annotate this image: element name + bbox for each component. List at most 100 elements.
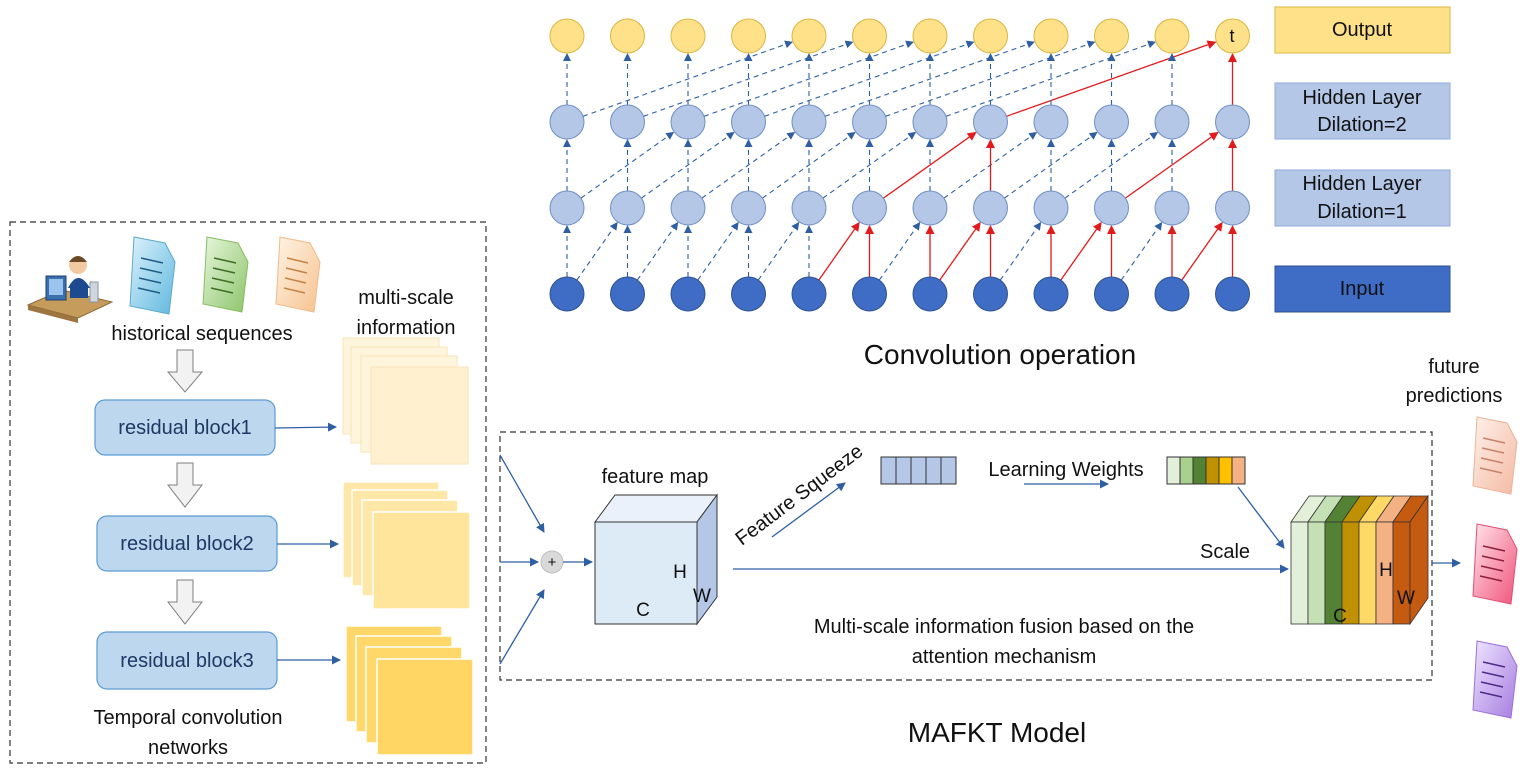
document-blue-icon [129, 236, 176, 315]
hidden-node-dilation-1 [973, 190, 1008, 226]
input-node [1033, 276, 1069, 312]
fusion-caption-line2: attention mechanism [912, 646, 1097, 668]
fusion-caption-line1: Multi-scale information fusion based on … [814, 616, 1194, 638]
hidden-node-dilation-1 [852, 190, 887, 226]
legend-hidden1-line1: Hidden Layer [1303, 173, 1422, 195]
hidden-node-dilation-1 [670, 190, 706, 226]
hidden-node-dilation-1 [549, 190, 585, 226]
conv-edge-h1-h2-diagonal [762, 131, 856, 199]
hidden-node-dilation-2 [973, 104, 1008, 140]
legend-hidden-dilation-1: Hidden Layer Dilation=1 [1274, 169, 1451, 227]
conv-edge-h1-h2-diagonal [641, 131, 735, 199]
legend-hidden2-line2: Dilation=2 [1317, 114, 1407, 136]
input-node [610, 276, 645, 312]
hidden-node-dilation-2 [731, 104, 766, 140]
feature-squeeze-label: Feature Squeeze [731, 440, 867, 550]
output-node [1033, 18, 1069, 54]
conv-edge-in-h1-diagonal [1120, 221, 1163, 281]
conv-edge-h1-h2-diagonal [580, 131, 675, 199]
weights-to-scaled-arrow [1237, 486, 1285, 549]
hidden-node-dilation-2 [1094, 104, 1129, 140]
scaled-slice-front [1307, 521, 1326, 625]
residual-block-2-label: residual block2 [120, 533, 253, 555]
fusion-panel-border [499, 431, 1433, 681]
hidden-node-dilation-2 [791, 104, 827, 140]
residual-block-1: residual block1 [94, 399, 276, 456]
output-t-label: t [1229, 26, 1234, 46]
feature-map-label: feature map [602, 466, 709, 488]
hidden-node-dilation-2 [852, 104, 887, 140]
output-node [731, 18, 766, 54]
document-orange-icon [275, 236, 321, 313]
attention-weight-bar [1192, 456, 1207, 485]
feature-stack-2 [342, 481, 471, 610]
input-node [731, 276, 766, 312]
residual-block-1-label: residual block1 [118, 417, 251, 439]
scaled-slice-front [1290, 521, 1309, 625]
conv-edge-h1-h2-diagonal [701, 131, 796, 199]
hidden-node-dilation-2 [1215, 104, 1250, 140]
scale-label: Scale [1200, 541, 1250, 563]
output-node [912, 18, 948, 54]
tcn-panel-border [9, 221, 487, 764]
squeezed-vector [880, 456, 957, 485]
convolution-title: Convolution operation [864, 339, 1136, 370]
down-block-arrow-2 [166, 462, 204, 508]
input-node [912, 276, 948, 312]
hidden-node-dilation-2 [549, 104, 585, 140]
conv-edge-h1-h2-diagonal [1004, 131, 1098, 199]
conv-edge-h1-h2-diagonal [822, 131, 917, 199]
scaled-slice-front [1358, 521, 1377, 625]
historical-sequences-label: historical sequences [111, 323, 292, 345]
output-node [1094, 18, 1129, 54]
output-node [973, 18, 1008, 54]
legend-output: Output [1274, 6, 1451, 54]
future-predictions-line2: predictions [1406, 385, 1503, 407]
residual-block-2: residual block2 [96, 515, 278, 572]
conv-edge-in-h1-diagonal [999, 221, 1042, 281]
hidden-node-dilation-1 [912, 190, 948, 226]
legend-input-label: Input [1340, 278, 1385, 300]
document-peach-icon [1472, 416, 1518, 495]
output-node [549, 18, 585, 54]
conv-edge-in-h1-diagonal [1060, 221, 1102, 281]
conv-edge-in-h1-diagonal [636, 221, 679, 281]
scaled-feature-cube [1290, 494, 1429, 626]
hidden-node-dilation-2 [670, 104, 706, 140]
conv-edge-h1-h2-diagonal [1124, 131, 1219, 199]
legend-output-label: Output [1332, 19, 1392, 41]
hidden-node-dilation-2 [912, 104, 948, 140]
output-node [1154, 18, 1190, 54]
residual1-to-stack-arrow [274, 422, 337, 432]
down-block-arrow-1 [166, 349, 204, 393]
scaled-cube-side [1409, 494, 1429, 626]
output-node [610, 18, 645, 54]
multi-scale-label-line2: information [357, 317, 456, 339]
feature-map-dim-h: H [673, 562, 687, 583]
sum-node: + [540, 550, 564, 574]
document-green-icon [202, 236, 249, 313]
attention-weight-bar [1179, 456, 1194, 485]
hidden-node-dilation-1 [731, 190, 766, 226]
feature-stack-3 [345, 625, 474, 756]
input-node [1154, 276, 1190, 312]
scaled-dim-c: C [1333, 606, 1347, 627]
conv-edge-h2-out-diagonal [643, 40, 854, 117]
attention-weight-vector [1166, 456, 1246, 485]
input-node [549, 276, 585, 312]
hidden-node-dilation-1 [1215, 190, 1250, 226]
hidden-node-dilation-2 [610, 104, 645, 140]
conv-edge-h2-out-diagonal [1006, 40, 1217, 117]
conv-edge-h1-h2-diagonal [882, 131, 977, 199]
legend-hidden1-line2: Dilation=1 [1317, 201, 1407, 223]
input-node [791, 276, 827, 312]
tcn-title-line1: Temporal convolution [94, 707, 283, 729]
legend-hidden-dilation-2: Hidden Layer Dilation=2 [1274, 82, 1451, 140]
hidden-node-dilation-1 [791, 190, 827, 226]
input-node [1215, 276, 1250, 312]
learning-weights-label: Learning Weights [988, 459, 1143, 481]
feature-map-cube [594, 493, 718, 626]
stack1-to-plus-arrow [499, 454, 545, 533]
feature-squeeze-arrow [771, 482, 846, 538]
feature-stack-1 [342, 337, 469, 465]
